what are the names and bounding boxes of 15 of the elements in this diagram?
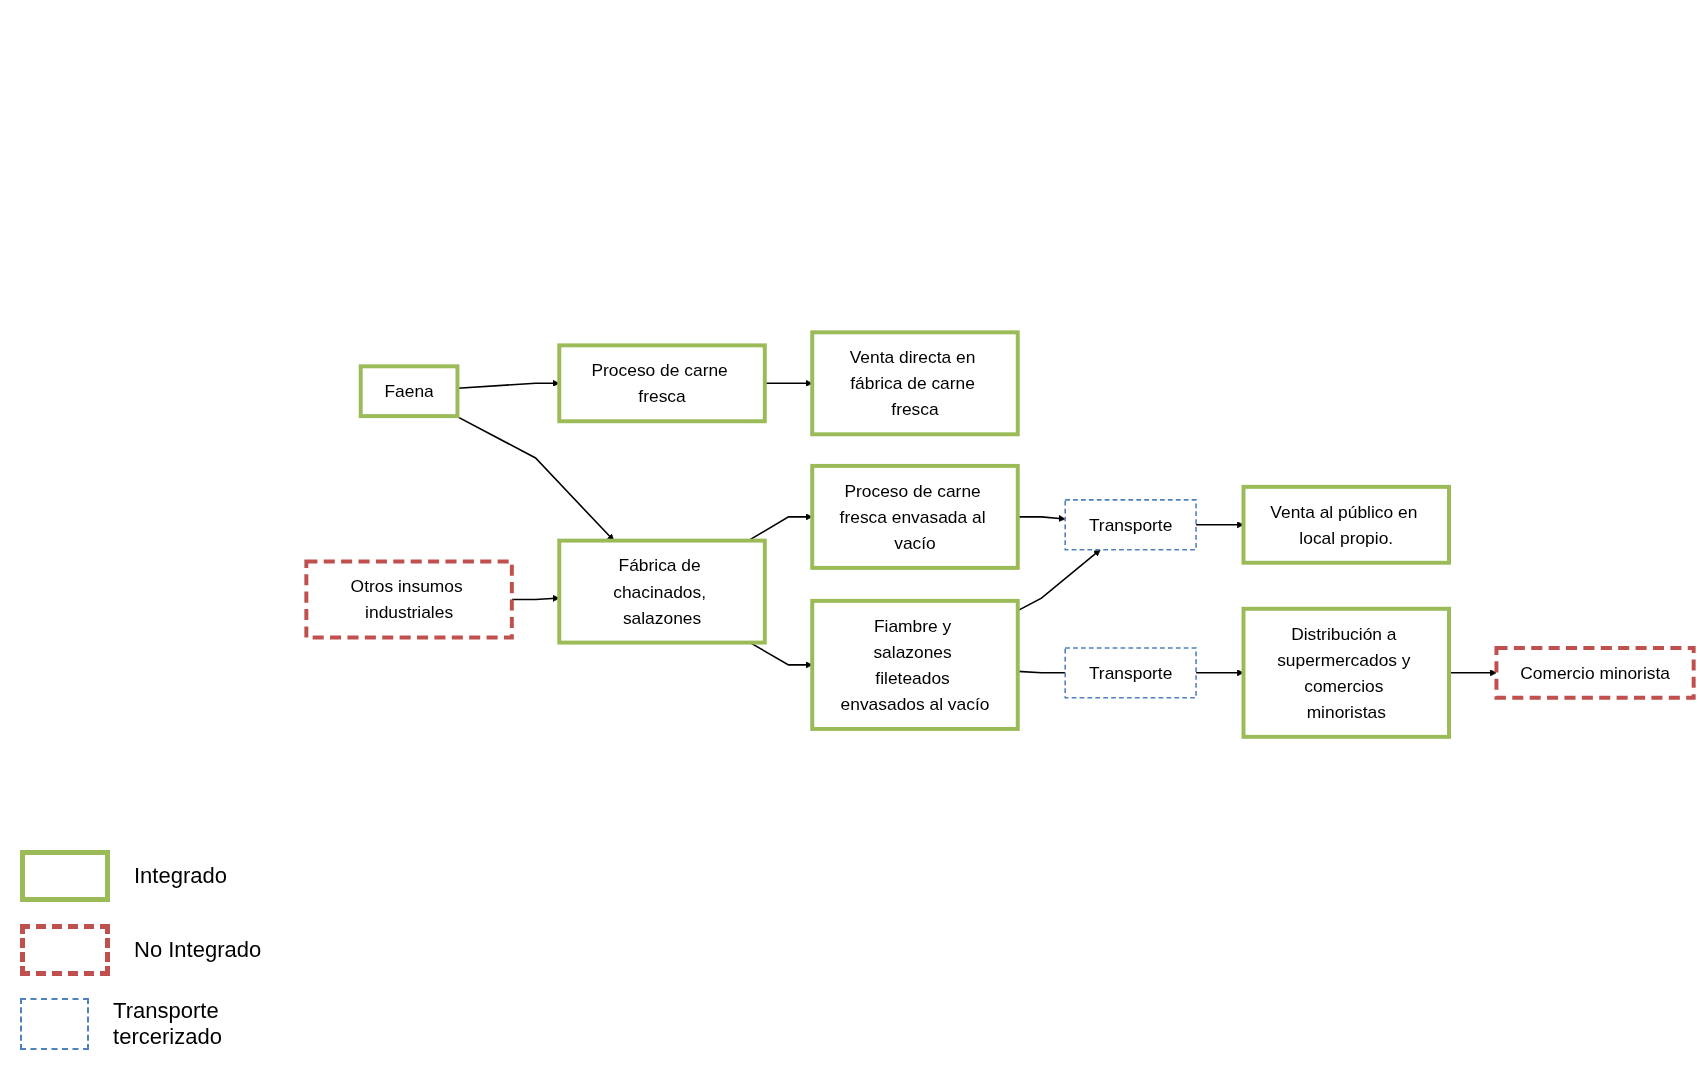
legend-label: Integrado [134, 863, 227, 889]
node-box: Distribución a supermercados y comercios minoristas [1241, 607, 1451, 740]
node-box: Transporte [1064, 499, 1197, 551]
node-box: Proceso de carne fresca envasada al vacío [810, 464, 1020, 571]
node-box: Fábrica de chacinados, salazones [557, 539, 767, 645]
legend-label: Transporte tercerizado [113, 998, 223, 1050]
node-box: Comercio minorista [1494, 646, 1696, 701]
legend-label: No Integrado [134, 937, 262, 963]
node-box: Venta directa en fábrica de carne fresca [810, 330, 1020, 437]
node-box: Faena [358, 364, 460, 419]
node-box: Transporte [1064, 647, 1197, 699]
node-box: Otros insumos industriales [304, 560, 514, 640]
node-box: Venta al público en local propio. [1241, 485, 1451, 566]
node-box: Proceso de carne fresca [557, 343, 767, 424]
node-box: Fiambre y salazones fileteados envasados al vacío [810, 599, 1020, 732]
